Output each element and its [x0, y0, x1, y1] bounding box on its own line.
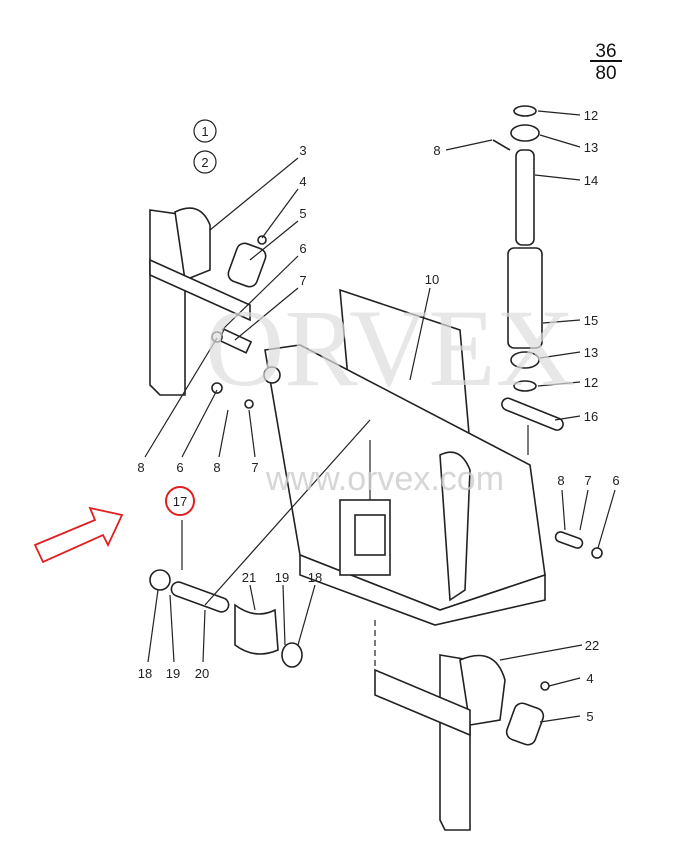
callout-12: 12 — [584, 375, 598, 390]
watermark-logo: ORVEX — [205, 287, 575, 409]
callout-19: 19 — [166, 666, 180, 681]
callout-21: 21 — [242, 570, 256, 585]
svg-text:1: 1 — [201, 124, 208, 139]
callout-20: 20 — [195, 666, 209, 681]
callout-8: 8 — [433, 143, 440, 158]
callout-8: 8 — [137, 460, 144, 475]
callout-7: 7 — [584, 473, 591, 488]
right-pin-parts-drawing — [554, 531, 603, 559]
callout-13: 13 — [584, 345, 598, 360]
callout-19: 19 — [275, 570, 289, 585]
callout-18: 18 — [138, 666, 152, 681]
roller-parts-drawing — [149, 520, 303, 668]
callout-10: 10 — [425, 272, 439, 287]
assembly-marker-1: 1 — [193, 119, 217, 143]
callout-6: 6 — [299, 241, 306, 256]
callout-15: 15 — [584, 313, 598, 328]
callout-7: 7 — [251, 460, 258, 475]
main-frame-drawing — [263, 288, 546, 626]
callout-5: 5 — [586, 709, 593, 724]
svg-text:2: 2 — [201, 155, 208, 170]
highlighted-callout-17: 17 — [165, 486, 195, 516]
callout-8: 8 — [557, 473, 564, 488]
callout-labels: 3 4 5 6 7 8 12 13 14 10 15 13 12 16 8 6 … — [137, 108, 619, 724]
leader-lines — [144, 110, 616, 723]
callout-6: 6 — [612, 473, 619, 488]
svg-text:17: 17 — [173, 494, 187, 509]
callout-14: 14 — [584, 173, 598, 188]
callout-4: 4 — [299, 174, 306, 189]
callout-18: 18 — [308, 570, 322, 585]
callout-6: 6 — [176, 460, 183, 475]
page-number-denominator: 80 — [595, 63, 616, 84]
callout-12: 12 — [584, 108, 598, 123]
callout-22: 22 — [585, 638, 599, 653]
callout-5: 5 — [299, 206, 306, 221]
watermark-url: www.orvex.com — [265, 460, 504, 498]
callout-7: 7 — [299, 273, 306, 288]
page-number-numerator: 36 — [595, 41, 616, 62]
shaft-assembly-drawing — [492, 105, 564, 455]
assembly-marker-2: 2 — [193, 150, 217, 174]
red-arrow-icon — [33, 506, 124, 564]
callout-3: 3 — [299, 143, 306, 158]
left-bracket-drawing — [149, 207, 267, 409]
callout-4: 4 — [586, 671, 593, 686]
callout-16: 16 — [584, 409, 598, 424]
lower-bracket-drawing — [374, 620, 550, 831]
callout-8: 8 — [213, 460, 220, 475]
callout-13: 13 — [584, 140, 598, 155]
